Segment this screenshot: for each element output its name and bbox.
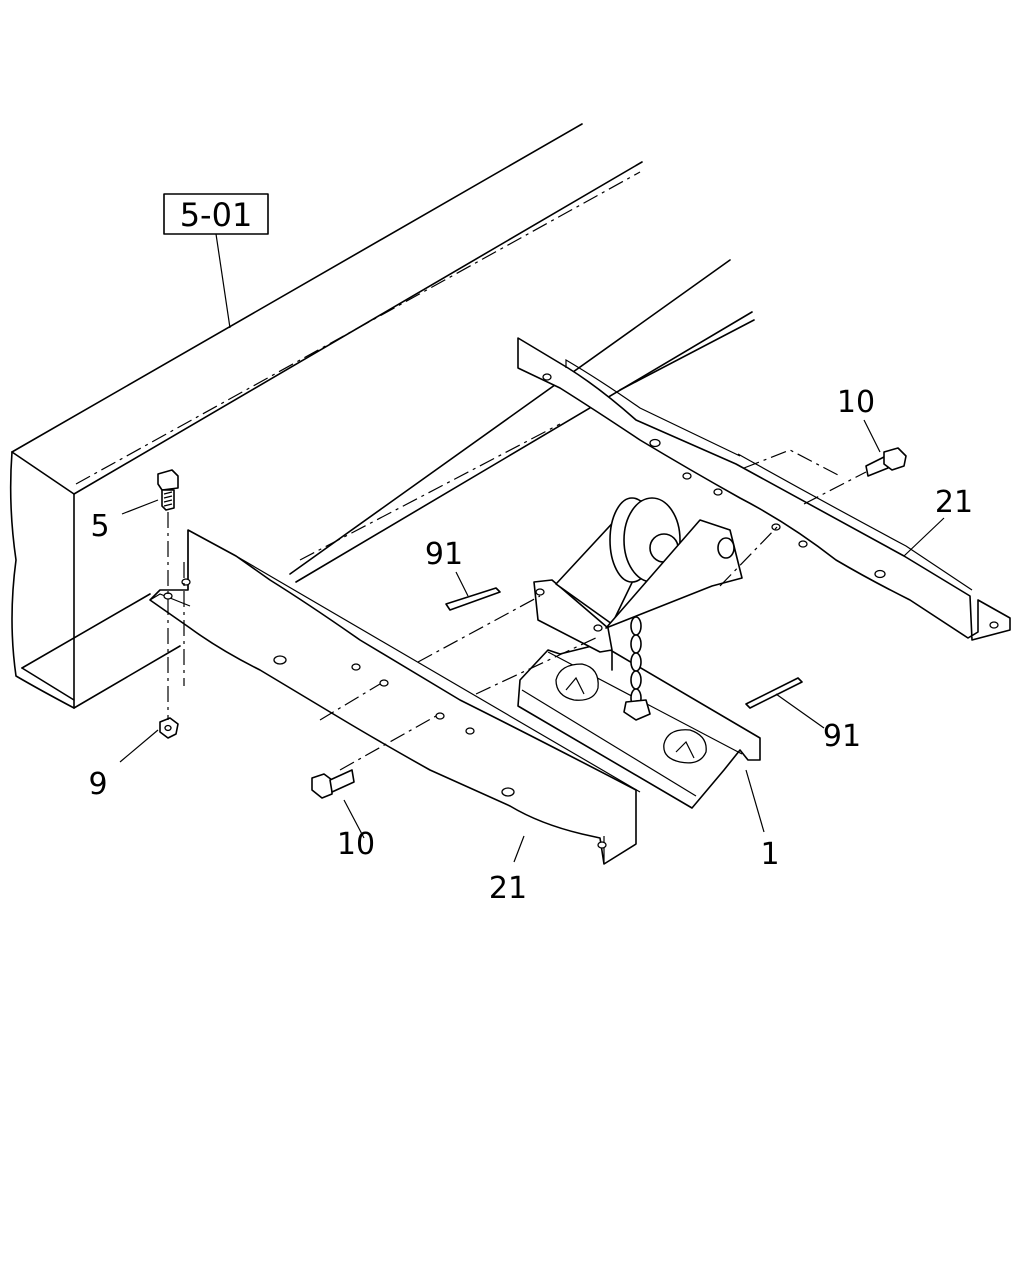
callout-91-right[interactable]: 91 [823,719,861,754]
frame-rail [9,123,643,709]
bracket-21-rear [517,337,1011,641]
frame-rail-right [289,259,755,583]
bolt-10-lower [311,769,355,799]
callout-21-upper[interactable]: 21 [935,485,973,520]
installation-guides [167,449,867,771]
bracket-21-front [149,529,641,865]
chain [623,616,651,721]
callout-9[interactable]: 9 [88,767,107,802]
callout-21-lower[interactable]: 21 [489,871,527,906]
reference-box[interactable]: 5-01 [163,193,269,235]
clip-91-left [445,587,501,611]
callout-1[interactable]: 1 [760,837,779,872]
callout-5[interactable]: 5 [90,509,109,544]
callout-10-upper[interactable]: 10 [837,385,875,420]
carrier-channel [517,643,761,809]
winch-assembly [533,497,743,671]
bolt-5 [157,469,179,511]
callout-10-lower[interactable]: 10 [337,827,375,862]
reference-label: 5-01 [180,196,253,234]
bolt-10-upper [865,447,907,477]
callouts: 5 9 10 10 21 21 91 91 1 [88,385,973,906]
callout-91-left[interactable]: 91 [425,537,463,572]
clip-91-right [745,677,803,709]
leader-lines [119,233,945,863]
nut-9 [159,717,179,739]
